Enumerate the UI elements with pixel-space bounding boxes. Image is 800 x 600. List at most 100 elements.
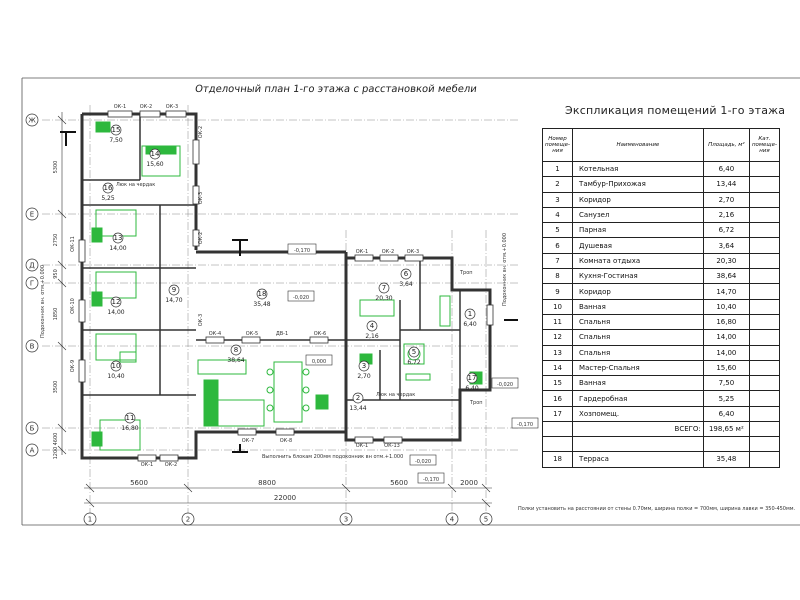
total-num-cell xyxy=(541,421,574,438)
room-category-cell xyxy=(748,329,781,346)
level-mark-zero: 0,000 xyxy=(312,359,326,365)
axis-number: 1 xyxy=(88,516,92,524)
plan-room-number: 16 xyxy=(104,184,113,192)
room-schedule-table: Номер помеще-ния Наименование Площадь, м… xyxy=(541,128,781,468)
vertical-dimension-chain xyxy=(57,112,67,455)
plan-room-area: 10,40 xyxy=(107,373,124,380)
room-area-cell: 3,64 xyxy=(702,237,750,254)
terrace-area-cell: 35,48 xyxy=(702,451,750,468)
axis-letter-bubble xyxy=(25,443,39,457)
room-number-bubble xyxy=(466,372,478,384)
axis-number: 4 xyxy=(450,516,455,524)
room-number-bubble xyxy=(256,288,268,300)
plan-room-number: 3 xyxy=(362,362,366,370)
window-tag: ОК-4 xyxy=(209,331,221,337)
room-number-cell: 17 xyxy=(541,405,574,423)
plan-room-number: 11 xyxy=(126,414,135,422)
plan-room-area: 13,44 xyxy=(349,405,366,412)
table-header-row: Номер помеще-ния Наименование Площадь, м… xyxy=(541,128,781,162)
level-mark-entry: -0,020 xyxy=(415,459,431,465)
room-name-cell: Коридор xyxy=(572,283,704,300)
room-number-bubble xyxy=(110,360,122,372)
room-area-cell: 14,00 xyxy=(702,344,750,361)
room-area-cell: 14,00 xyxy=(702,329,750,346)
window-tag: ОК-5 xyxy=(246,331,258,337)
axis-letter-bubble xyxy=(25,207,39,221)
horizontal-dimension-chain xyxy=(84,483,492,508)
room-area-cell: 20,30 xyxy=(702,252,750,270)
plan-room-number: 15 xyxy=(112,126,121,134)
room-number-bubble xyxy=(400,268,412,280)
level-mark-top: -0,170 xyxy=(294,248,310,254)
plan-room-number: 18 xyxy=(258,290,267,298)
window-tag: ОК-2 xyxy=(140,104,152,110)
room-name-cell: Спальня xyxy=(572,344,704,361)
header-num: Номер помеще-ния xyxy=(541,128,574,162)
axis-letter-bubble xyxy=(25,113,39,127)
room-category-cell xyxy=(748,191,781,208)
room-area-cell: 10,40 xyxy=(702,298,750,315)
window-tag: ОК-2 xyxy=(165,462,177,468)
room-number-bubble xyxy=(352,392,364,404)
room-area-cell: 2,70 xyxy=(702,191,750,208)
window-tag: ОК-10 xyxy=(70,298,76,314)
plan-room-number: 4 xyxy=(370,322,375,330)
window-tag: ОК-6 xyxy=(314,331,326,337)
horizontal-dimension: 5600 xyxy=(130,479,148,487)
axis-letter: В xyxy=(30,343,35,351)
room-name-cell: Спальня xyxy=(572,313,704,331)
axis-letter: Д xyxy=(29,262,35,270)
room-number-bubble xyxy=(149,148,161,160)
horizontal-dimension: 8800 xyxy=(258,479,276,487)
axis-letter-bubble xyxy=(25,276,39,290)
plan-room-area: 2,16 xyxy=(365,333,379,340)
plan-room-number: 17 xyxy=(468,374,477,382)
room-category-cell xyxy=(748,160,781,178)
room-category-cell xyxy=(748,283,781,300)
interior-walls xyxy=(82,114,461,401)
plan-room-number: 9 xyxy=(172,286,176,294)
room-number-bubble xyxy=(112,232,124,244)
axis-number-bubble xyxy=(339,512,353,526)
spacer-cell xyxy=(572,436,704,453)
window-tag: ОК-7 xyxy=(242,438,254,444)
room-category-cell xyxy=(748,237,781,254)
room-category-cell xyxy=(748,359,781,377)
vertical-dimension: 3500 xyxy=(53,381,59,394)
room-number-bubble xyxy=(102,182,114,194)
plan-room-area: 38,64 xyxy=(227,357,244,364)
room-category-cell xyxy=(748,298,781,315)
room-name-cell: Хозпомещ. xyxy=(572,405,704,423)
window-tag: ОК-2 xyxy=(198,126,204,138)
window-tag: ОК-1 xyxy=(141,462,153,468)
room-number-cell: 2 xyxy=(541,176,574,193)
header-category: Кат. помеще-ния xyxy=(748,128,781,162)
plan-room-number: 14 xyxy=(151,150,160,158)
room-category-cell xyxy=(748,176,781,193)
window-tag: ОК-2 xyxy=(382,249,394,255)
plan-room-number: 8 xyxy=(234,346,238,354)
room-number-bubble xyxy=(408,346,420,358)
terrace-number-cell: 18 xyxy=(541,451,574,468)
axis-letter: Б xyxy=(30,425,35,433)
horizontal-dimension: 2000 xyxy=(460,479,478,487)
total-row: ВСЕГО:198,65 м² xyxy=(541,421,781,438)
room-category-cell xyxy=(748,313,781,331)
room-category-cell xyxy=(748,222,781,239)
level-mark-terrace: -0,020 xyxy=(293,295,309,301)
window-tag: ДВ-1 xyxy=(276,331,288,337)
axis-letter-bubble xyxy=(25,421,39,435)
spacer-row xyxy=(541,436,781,453)
axis-number: 2 xyxy=(186,516,190,524)
terrace-category-cell xyxy=(748,451,781,468)
spacer-cell xyxy=(541,436,574,453)
